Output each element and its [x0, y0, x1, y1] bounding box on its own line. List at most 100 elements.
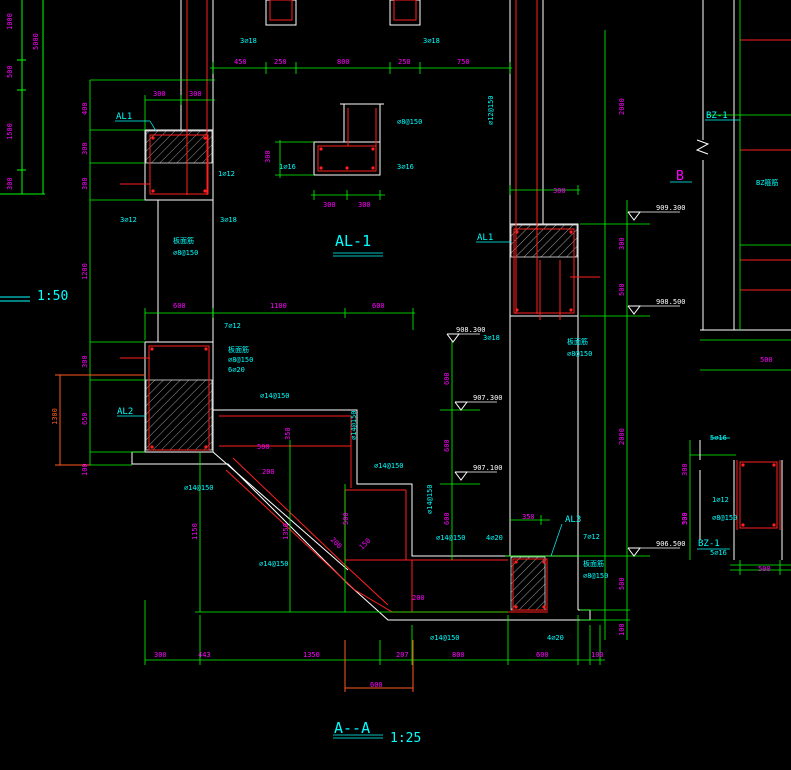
- dim-r-2000a: 2000: [618, 98, 626, 115]
- elevation-908300: 908.300: [456, 326, 486, 334]
- elevation-909300: 909.300: [656, 204, 686, 212]
- section-title: A--A: [334, 719, 370, 737]
- rebar-left-3c18: 3⌀18: [220, 216, 237, 224]
- dim-b-207: 207: [396, 651, 409, 659]
- dim-f-1000: 1000: [6, 13, 14, 30]
- dim-b-443: 443: [198, 651, 211, 659]
- dim-300b: 300: [358, 201, 371, 209]
- rebar-top-3c18-a: 3⌀18: [240, 37, 257, 45]
- dim-r-500a: 500: [618, 283, 626, 296]
- elevation-906500: 906.500: [656, 540, 686, 548]
- rebar-mid-7c12: 7⌀12: [224, 322, 241, 330]
- rebar-s-c14-3: ⌀14@150: [374, 462, 404, 470]
- dim-al1-300b: 300: [189, 90, 202, 98]
- rebar-right-c8: ⌀8@150: [567, 350, 592, 358]
- dim-r-500c: 500: [760, 356, 773, 364]
- dim-z-500b: 500: [758, 565, 771, 573]
- rebar-right-note: 板面筋: [567, 337, 588, 346]
- hatched-beams: [145, 130, 578, 611]
- rebar-s-c14-8: ⌀14@150: [430, 634, 460, 642]
- rebar-bz-5c16-b: 5⌀16: [710, 549, 727, 557]
- dim-450: 450: [234, 58, 247, 66]
- rebar-left-3c12: 3⌀12: [120, 216, 137, 224]
- elevation-lines: [459, 211, 680, 549]
- elevation-907300: 907.300: [473, 394, 503, 402]
- right-structure: [695, 0, 791, 560]
- rebar-al3-note: 板面筋: [583, 559, 604, 568]
- leader-lines: [115, 119, 740, 739]
- rebar-al1-bot: 3⌀16: [397, 163, 414, 171]
- left-scale: 1:50: [37, 289, 68, 304]
- dim-150: 150: [358, 537, 373, 552]
- dim-1350v: 1350: [282, 523, 290, 540]
- bz-note: BZ箍筋: [756, 178, 778, 187]
- rebar-bz-c8: ⌀8@150: [712, 514, 737, 522]
- dim-600b: 600: [372, 302, 385, 310]
- rebar-right-wall: ⌀12@150: [487, 95, 495, 125]
- dim-500b: 500: [342, 512, 350, 525]
- dim-z-500a: 500: [681, 512, 689, 525]
- dim-750: 750: [457, 58, 470, 66]
- rebar-s-c14-1: ⌀14@150: [260, 392, 290, 400]
- dim-l-1300: 1300: [51, 408, 59, 425]
- dim-1150: 1150: [191, 523, 199, 540]
- dim-b-300: 300: [154, 651, 167, 659]
- dim-c-300: 300: [553, 187, 566, 195]
- rebar-mid-note: 板面筋: [228, 345, 249, 354]
- rebar-left-1c12: 1⌀12: [218, 170, 235, 178]
- rebar-lines: [120, 0, 781, 613]
- rebar-s-c14-6: ⌀14@150: [436, 534, 466, 542]
- dim-l-100: 100: [81, 463, 89, 476]
- rebar-mid-6c20: 6⌀20: [228, 366, 245, 374]
- dim-l-300b: 300: [81, 177, 89, 190]
- dim-l-1200: 1200: [81, 263, 89, 280]
- dim-500a: 500: [257, 443, 270, 451]
- rebar-s-c14-4: ⌀14@150: [426, 484, 434, 514]
- left-fragment: [0, 0, 45, 302]
- al2-label: AL2: [117, 407, 133, 417]
- dim-300a: 300: [323, 201, 336, 209]
- dim-350b: 350: [522, 513, 535, 521]
- dim-l-300c: 300: [81, 355, 89, 368]
- dim-f-500: 500: [6, 65, 14, 78]
- dim-r-100: 100: [618, 623, 626, 636]
- rebar-al3-7c12: 7⌀12: [583, 533, 600, 541]
- dim-250a: 250: [274, 58, 287, 66]
- al1-left-label: AL1: [116, 112, 132, 122]
- dim-al1-300v: 300: [264, 150, 272, 163]
- bz1-top-label: BZ-1: [706, 111, 728, 121]
- dim-l-300a: 300: [81, 142, 89, 155]
- rebar-bz-5c16-a: 5⌀16: [710, 434, 727, 442]
- elevation-markers: [446, 211, 641, 557]
- dim-200a: 200: [262, 468, 275, 476]
- dim-f-1500: 1500: [6, 123, 14, 140]
- rebar-al1-stirrup: ⌀8@150: [397, 118, 422, 126]
- rebar-top-3c18-b: 3⌀18: [423, 37, 440, 45]
- rebar-bz-1c12: 1⌀12: [712, 496, 729, 504]
- rebar-s-c14-2: ⌀14@150: [350, 410, 358, 440]
- rebar-s-4c20-b: 4⌀20: [547, 634, 564, 642]
- section-scale: 1:25: [390, 731, 421, 746]
- dim-r-500b: 500: [618, 577, 626, 590]
- rebar-al1-side: 1⌀16: [279, 163, 296, 171]
- dim-200b: 200: [329, 536, 344, 551]
- rebar-mid-c8: ⌀8@150: [228, 356, 253, 364]
- dim-r-300b: 300: [681, 512, 689, 525]
- rebar-s-c14-7: ⌀14@150: [259, 560, 289, 568]
- dim-200c: 200: [412, 594, 425, 602]
- dim-1100: 1100: [270, 302, 287, 310]
- dim-l-650: 650: [81, 412, 89, 425]
- dim-f-5000: 5000: [32, 33, 40, 50]
- dim-z-300: 300: [681, 463, 689, 476]
- rebar-s-4c20-a: 4⌀20: [486, 534, 503, 542]
- dim-r-300: 300: [618, 237, 626, 250]
- dim-b-1350: 1350: [303, 651, 320, 659]
- rebar-left-c8: ⌀8@150: [173, 249, 198, 257]
- rebar-labels: 3⌀18 3⌀18 ⌀8@150 1⌀16 3⌀16 1⌀12 3⌀12 3⌀1…: [120, 37, 737, 642]
- al3-label: AL3: [565, 515, 581, 525]
- dim-b-600: 600: [536, 651, 549, 659]
- orange-dims: [55, 374, 414, 692]
- beam-title: AL-1: [335, 232, 371, 250]
- rebar-dots: [150, 136, 776, 609]
